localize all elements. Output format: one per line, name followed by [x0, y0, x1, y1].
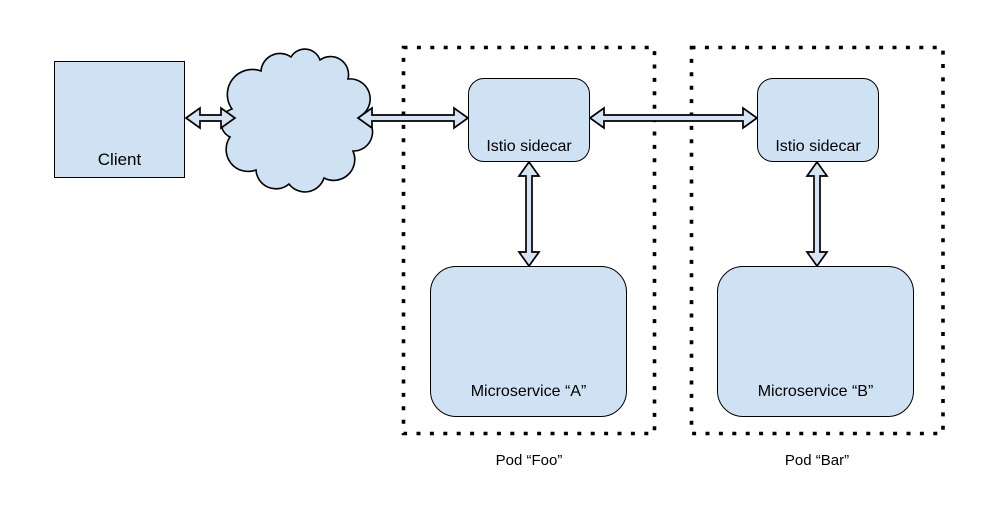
microservice-b-label: Microservice “B” [757, 382, 874, 400]
client-node: Client [54, 61, 185, 178]
sidecar-foo-to-sidecar-bar-arrow [588, 106, 759, 130]
cloud-to-sidecar-foo-arrow [356, 106, 470, 130]
client-label: Client [97, 149, 142, 169]
pod-bar-label: Pod “Bar” [784, 452, 850, 469]
sidecar-bar-to-microservice-b-arrow [805, 160, 829, 268]
pod-foo-boundary [401, 45, 657, 436]
pod-foo-label: Pod “Foo” [495, 452, 563, 469]
microservice-b-node: Microservice “B” [717, 266, 914, 417]
network-cloud-icon [220, 48, 374, 193]
microservice-a-label: Microservice “A” [470, 382, 587, 400]
microservice-a-node: Microservice “A” [430, 266, 627, 417]
client-to-cloud-arrow [184, 106, 237, 130]
istio-sidecar-bar-label: Istio sidecar [775, 137, 861, 155]
istio-sidecar-foo-label: Istio sidecar [486, 137, 572, 155]
istio-sidecar-bar-node: Istio sidecar [757, 78, 879, 162]
istio-sidecar-foo-node: Istio sidecar [468, 78, 590, 162]
pod-bar-boundary [689, 45, 945, 436]
sidecar-foo-to-microservice-a-arrow [517, 160, 541, 268]
